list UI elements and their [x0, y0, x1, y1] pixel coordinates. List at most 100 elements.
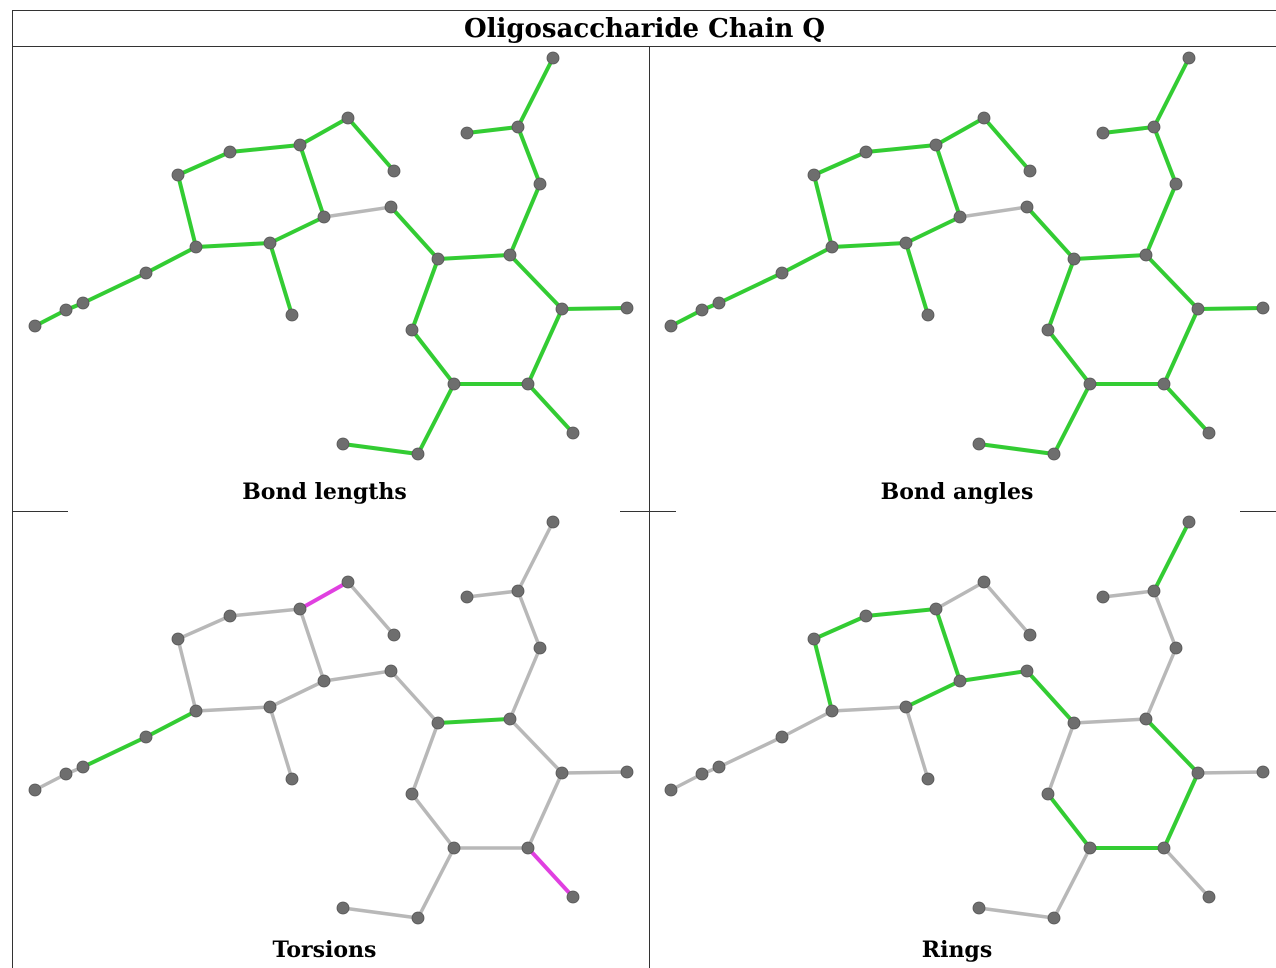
atom-9	[929, 602, 943, 616]
atom-25	[405, 323, 419, 337]
bond-5	[268, 241, 294, 317]
bond-22	[1162, 307, 1200, 386]
bond-3	[144, 709, 198, 739]
atom-6	[285, 308, 299, 322]
atom-0	[28, 319, 42, 333]
bond-3	[780, 245, 834, 275]
atom-5	[263, 700, 277, 714]
bond-20	[508, 717, 564, 775]
bond-13	[958, 669, 1029, 683]
bond-11	[934, 580, 986, 611]
bond-18	[1101, 125, 1156, 135]
molecule-bond-angles	[664, 51, 1270, 461]
caption-bond-angles: Bond angles	[880, 479, 1034, 505]
atom-19	[1182, 515, 1196, 529]
bond-10	[268, 679, 326, 709]
atom-5	[899, 236, 913, 250]
atom-0	[664, 319, 678, 333]
atom-12	[953, 674, 967, 688]
atom-12	[317, 674, 331, 688]
atom-23	[566, 426, 580, 440]
bond-16	[1144, 182, 1178, 257]
bond-19	[516, 520, 555, 593]
atom-14	[1067, 252, 1081, 266]
bond-13	[322, 669, 393, 683]
atom-26	[1047, 911, 1061, 925]
bond-16	[508, 646, 542, 721]
atom-14	[431, 252, 445, 266]
atom-17	[1147, 120, 1161, 134]
atom-5	[899, 700, 913, 714]
bond-9	[298, 607, 326, 683]
bond-14	[1025, 669, 1076, 725]
atom-27	[972, 437, 986, 451]
atom-24	[447, 841, 461, 855]
atom-26	[411, 911, 425, 925]
atom-20	[555, 302, 569, 316]
bond-18	[465, 589, 520, 599]
atom-17	[1147, 584, 1161, 598]
panel-bond-angles: Bond angles	[638, 47, 1276, 511]
bond-20	[508, 253, 564, 311]
atom-22	[1157, 377, 1171, 391]
atom-0	[664, 783, 678, 797]
bond-7	[812, 150, 868, 177]
bond-12	[982, 116, 1032, 173]
atom-18	[460, 126, 474, 140]
bond-10	[268, 215, 326, 245]
atom-15	[1139, 248, 1153, 262]
bond-28	[341, 906, 420, 920]
atom-8	[223, 145, 237, 159]
bond-25	[410, 328, 456, 386]
atom-13	[1020, 664, 1034, 678]
atom-8	[859, 145, 873, 159]
atom-9	[929, 138, 943, 152]
bond-7	[176, 150, 232, 177]
atom-27	[972, 901, 986, 915]
panel-torsions: Torsions	[0, 511, 649, 968]
bond-27	[416, 382, 456, 456]
bond-18	[465, 125, 520, 135]
atom-11	[1023, 164, 1037, 178]
bond-18	[1101, 589, 1156, 599]
atom-26	[1047, 447, 1061, 461]
atom-16	[533, 641, 547, 655]
bond-9	[298, 143, 326, 219]
bond-23	[1162, 382, 1211, 435]
atom-12	[317, 210, 331, 224]
bond-16	[1144, 646, 1178, 721]
bond-25	[1046, 328, 1092, 386]
bond-17	[516, 125, 542, 186]
bond-27	[1052, 846, 1092, 920]
bond-21	[1196, 306, 1265, 311]
atom-15	[503, 248, 517, 262]
bond-21	[560, 306, 629, 311]
bond-6	[812, 637, 834, 713]
atom-24	[1083, 841, 1097, 855]
bond-23	[526, 382, 575, 435]
atom-18	[1096, 126, 1110, 140]
bond-3	[144, 245, 198, 275]
bond-14	[389, 205, 440, 261]
bond-10	[904, 679, 962, 709]
bond-8	[864, 607, 938, 618]
bond-16	[508, 182, 542, 257]
atom-25	[1041, 787, 1055, 801]
bond-17	[516, 589, 542, 650]
atom-8	[223, 609, 237, 623]
molecule-bond-lengths	[28, 51, 634, 461]
atom-6	[285, 772, 299, 786]
atom-4	[189, 240, 203, 254]
atom-25	[1041, 323, 1055, 337]
grid-line-middle-horizontal-left	[12, 511, 68, 512]
atom-3	[139, 730, 153, 744]
bond-12	[346, 580, 396, 637]
atom-11	[1023, 628, 1037, 642]
grid-line-middle-horizontal-right	[1240, 511, 1276, 512]
bond-10	[904, 215, 962, 245]
atom-14	[431, 716, 445, 730]
atom-4	[825, 240, 839, 254]
atom-9	[293, 138, 307, 152]
bond-8	[228, 143, 302, 154]
atom-2	[76, 296, 90, 310]
